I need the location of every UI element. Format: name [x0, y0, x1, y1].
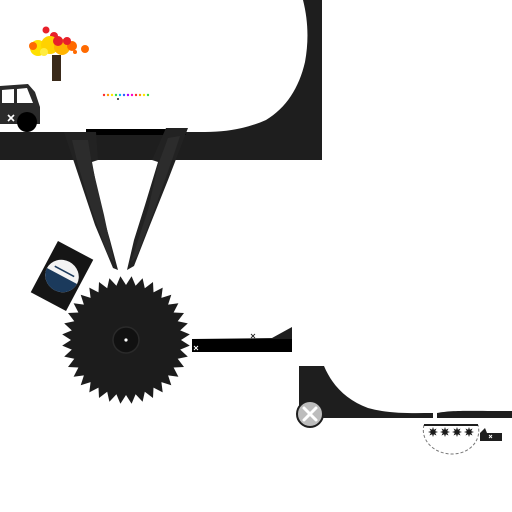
- confetti-dot: [122, 93, 126, 97]
- confetti-dot: [130, 93, 134, 97]
- plank[interactable]: [192, 327, 292, 352]
- x-mark-icon: [7, 114, 15, 122]
- vehicle[interactable]: [0, 84, 40, 132]
- confetti-dot: [114, 93, 118, 97]
- spike-icon: [464, 427, 474, 437]
- confetti-row: [102, 93, 150, 100]
- x-mark-icon: [488, 434, 493, 439]
- confetti-dot: [146, 93, 150, 97]
- confetti-dot: [142, 93, 146, 97]
- lower-ramp: [299, 366, 433, 418]
- x-mark-icon: [193, 345, 199, 351]
- close-x-icon: [302, 406, 318, 422]
- confetti-dot: [138, 93, 142, 97]
- confetti-dot: [118, 93, 122, 97]
- pin-icon: [250, 333, 256, 339]
- spiked-basket: [422, 424, 480, 455]
- tree-trunk: [52, 55, 61, 81]
- lower-ledge: [437, 410, 512, 418]
- small-cart[interactable]: [480, 428, 502, 441]
- upper-terrain: [0, 0, 322, 160]
- burning-tree: [29, 26, 89, 81]
- confetti-dot: [110, 93, 114, 97]
- bridge-plank: [86, 129, 186, 135]
- spike-row: [428, 427, 474, 437]
- confetti-dot: [106, 93, 110, 97]
- water-jar[interactable]: [30, 241, 94, 311]
- spike-icon: [440, 427, 450, 437]
- confetti-dot: [126, 93, 130, 97]
- vehicle-wheel: [17, 112, 37, 132]
- confetti-dot: [134, 93, 138, 97]
- spike-icon: [452, 427, 462, 437]
- fire-icon: [29, 26, 89, 56]
- close-button[interactable]: [296, 400, 324, 428]
- confetti-dot: [102, 93, 106, 97]
- spike-icon: [428, 427, 438, 437]
- saw-blade[interactable]: [62, 276, 190, 404]
- confetti-dot: [117, 98, 119, 100]
